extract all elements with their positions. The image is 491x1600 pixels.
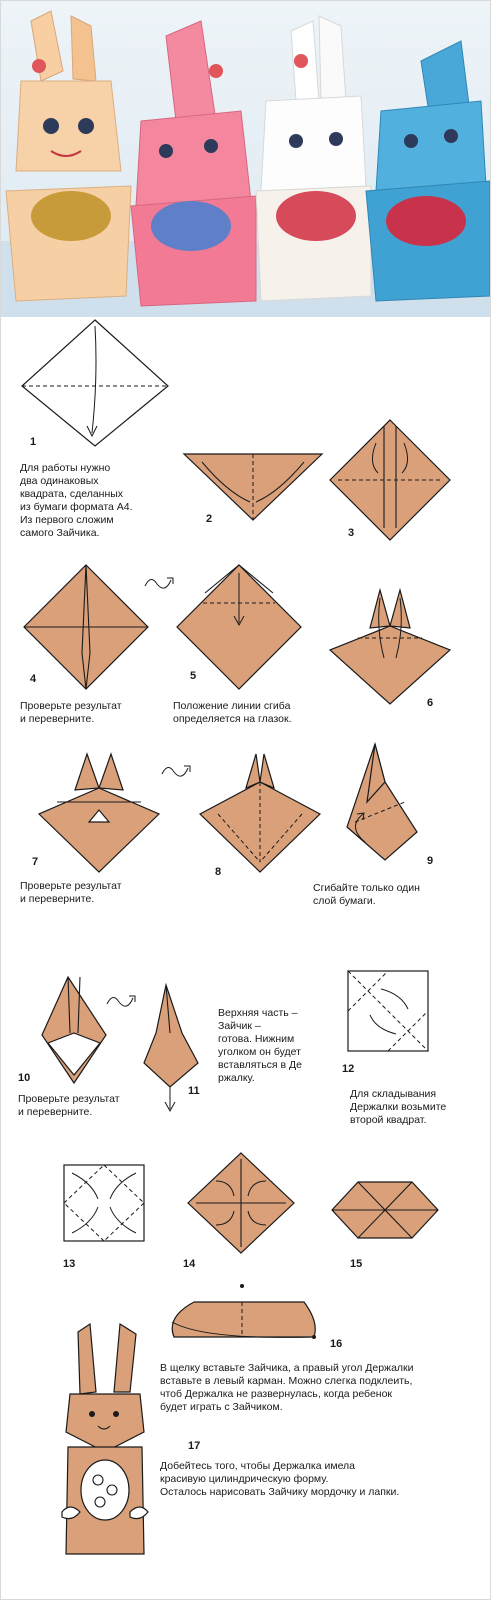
- step-1-number: 1: [30, 436, 37, 448]
- peach-bunny: [5, 10, 132, 302]
- step-1-text: Для работы нужно два одинаковых квадрата…: [20, 462, 133, 539]
- step-12-text: Для складывания Держалки возьмите второй…: [350, 1088, 447, 1126]
- white-bunny: [255, 15, 372, 302]
- step-14-diagram: [186, 1151, 296, 1255]
- bunny-photo: [1, 1, 490, 317]
- finished-bunny-drawing: [60, 1322, 150, 1560]
- step-2-number: 2: [206, 513, 213, 525]
- step-17-text: Добейтесь того, чтобы Держалка имела кра…: [160, 1460, 400, 1498]
- step-6-number: 6: [427, 697, 434, 709]
- step-9-diagram: [345, 741, 420, 862]
- step-14-number: 14: [183, 1258, 196, 1270]
- step-6-diagram: [328, 587, 452, 706]
- step-17-number: 17: [188, 1440, 201, 1452]
- step-8-diagram: [198, 752, 322, 874]
- step-12-number: 12: [342, 1063, 355, 1075]
- step-7-diagram: [37, 752, 161, 874]
- step-11-text: Верхняя часть – Зайчик – готова. Нижним …: [218, 1007, 302, 1084]
- step-5-text: Положение линии сгиба определяется на гл…: [173, 700, 292, 725]
- step-3-number: 3: [348, 527, 355, 539]
- step-15-number: 15: [350, 1258, 363, 1270]
- step-5-diagram: [175, 563, 303, 691]
- step-7-text: Проверьте результат и переверните.: [20, 880, 122, 905]
- step-9-text: Сгибайте только один слой бумаги.: [313, 882, 420, 907]
- step-8-number: 8: [215, 866, 222, 878]
- step-5-number: 5: [190, 670, 197, 682]
- step-2-diagram: [182, 452, 324, 522]
- step-4-diagram: [22, 563, 150, 691]
- flip-arrow-4: [143, 572, 183, 594]
- step-3-diagram: [328, 418, 452, 542]
- flip-arrow-8: [160, 760, 200, 782]
- step-4-number: 4: [30, 673, 37, 685]
- step-9-number: 9: [427, 855, 434, 867]
- step-10-text: Проверьте результат и переверните.: [18, 1093, 120, 1118]
- step-16-diagram: [164, 1282, 324, 1344]
- step-11-number: 11: [188, 1085, 200, 1097]
- step-13-diagram: [62, 1163, 146, 1243]
- step-10-diagram: [40, 975, 108, 1085]
- flip-arrow-10: [105, 990, 145, 1012]
- step-1-diagram: [20, 318, 170, 448]
- step-16-text: В щелку вставьте Зайчика, а правый угол …: [160, 1362, 414, 1413]
- pink-bunny: [130, 20, 257, 307]
- step-12-diagram: [346, 969, 430, 1053]
- step-4-text: Проверьте результат и переверните.: [20, 700, 122, 725]
- step-10-number: 10: [18, 1072, 31, 1084]
- step-13-number: 13: [63, 1258, 76, 1270]
- step-16-number: 16: [330, 1338, 343, 1350]
- step-15-diagram: [330, 1180, 440, 1240]
- step-7-number: 7: [32, 856, 39, 868]
- blue-bunny: [365, 40, 490, 302]
- step-11-diagram: [140, 982, 202, 1113]
